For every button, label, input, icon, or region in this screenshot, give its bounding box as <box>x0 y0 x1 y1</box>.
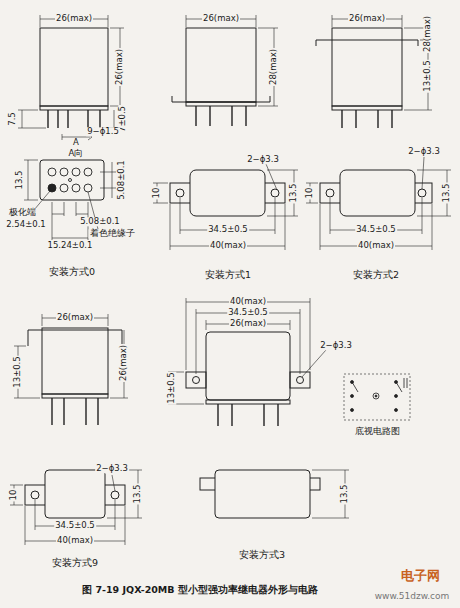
dimension-label: 26(max) <box>348 14 386 23</box>
dimension-label: 26(max) <box>119 344 128 382</box>
dimension-label: 10 <box>305 187 314 200</box>
dimension-label: 5.08±0.1 <box>117 159 126 201</box>
dimension-label: 7.5 <box>8 111 17 127</box>
dimension-label: 13±0.5 <box>423 59 432 92</box>
dimension-label: 28(max) <box>269 48 278 86</box>
mount-title: 安装方式0 <box>48 267 96 277</box>
mount-title: 安装方式3 <box>238 550 286 560</box>
figure-caption: 图 7-19 JQX-20MB 型小型强功率继电器外形与电路 <box>81 585 319 595</box>
mount-title: 安装方式2 <box>352 270 400 280</box>
dimension-label: 13.5 <box>15 170 24 191</box>
dimension-label: 10 <box>152 187 161 200</box>
dimension-label: 26(max) <box>229 319 267 328</box>
dimension-label: 26(max) <box>55 14 93 23</box>
mount-title: 安装方式9 <box>51 558 99 568</box>
dimension-label: 2.54±0.1 <box>5 220 47 229</box>
dimension-label: 40(max) <box>56 536 94 545</box>
dimension-label: 40(max) <box>209 241 247 250</box>
view-title: 底视电路图 <box>354 427 401 436</box>
dimension-label: 15.24±0.1 <box>47 241 94 250</box>
dimension-label: 2−ϕ3.3 <box>246 155 280 164</box>
dimension-label: 2−ϕ3.3 <box>407 147 441 156</box>
watermark: 电子网 <box>400 569 441 583</box>
dimension-label: 13.5 <box>442 183 451 204</box>
mount-title: 安装方式1 <box>204 270 252 280</box>
polarity-note: 极化端 <box>8 208 37 217</box>
dimension-label: 34.5±0.5 <box>227 308 269 317</box>
dimension-label: 13.5 <box>289 183 298 204</box>
dimension-label: 2−ϕ3.3 <box>319 341 353 350</box>
dimension-label: 34.5±0.5 <box>54 521 96 530</box>
dimension-label: 13.5 <box>340 484 349 505</box>
dimension-label: 5.08±0.1 <box>79 217 121 226</box>
dimension-label: 40(max) <box>357 241 395 250</box>
dimension-label: 10 <box>9 489 18 502</box>
dimension-label: 40(max) <box>229 297 267 306</box>
dimension-label: 28(max) <box>423 15 432 53</box>
dimension-label: 26(max) <box>115 48 124 86</box>
dimension-label: 34.5±0.5 <box>207 225 249 234</box>
watermark: www.51dzw.com <box>374 592 451 602</box>
dimension-label: 2−ϕ3.3 <box>95 464 129 473</box>
dimension-label: 26(max) <box>56 313 94 322</box>
dimension-label: A <box>72 138 80 147</box>
insulator-note: 着色绝缘子 <box>89 229 136 238</box>
dimension-label: A向 <box>68 149 85 158</box>
dimension-label: 26(max) <box>202 14 240 23</box>
dimension-label: 13±0.5 <box>167 371 176 404</box>
dimension-label: 13.5 <box>133 484 142 505</box>
dimension-label: 34.5±0.5 <box>355 225 397 234</box>
dimension-label: 13±0.5 <box>13 355 22 388</box>
dimension-label: 9−ϕ1.5 <box>86 127 120 136</box>
